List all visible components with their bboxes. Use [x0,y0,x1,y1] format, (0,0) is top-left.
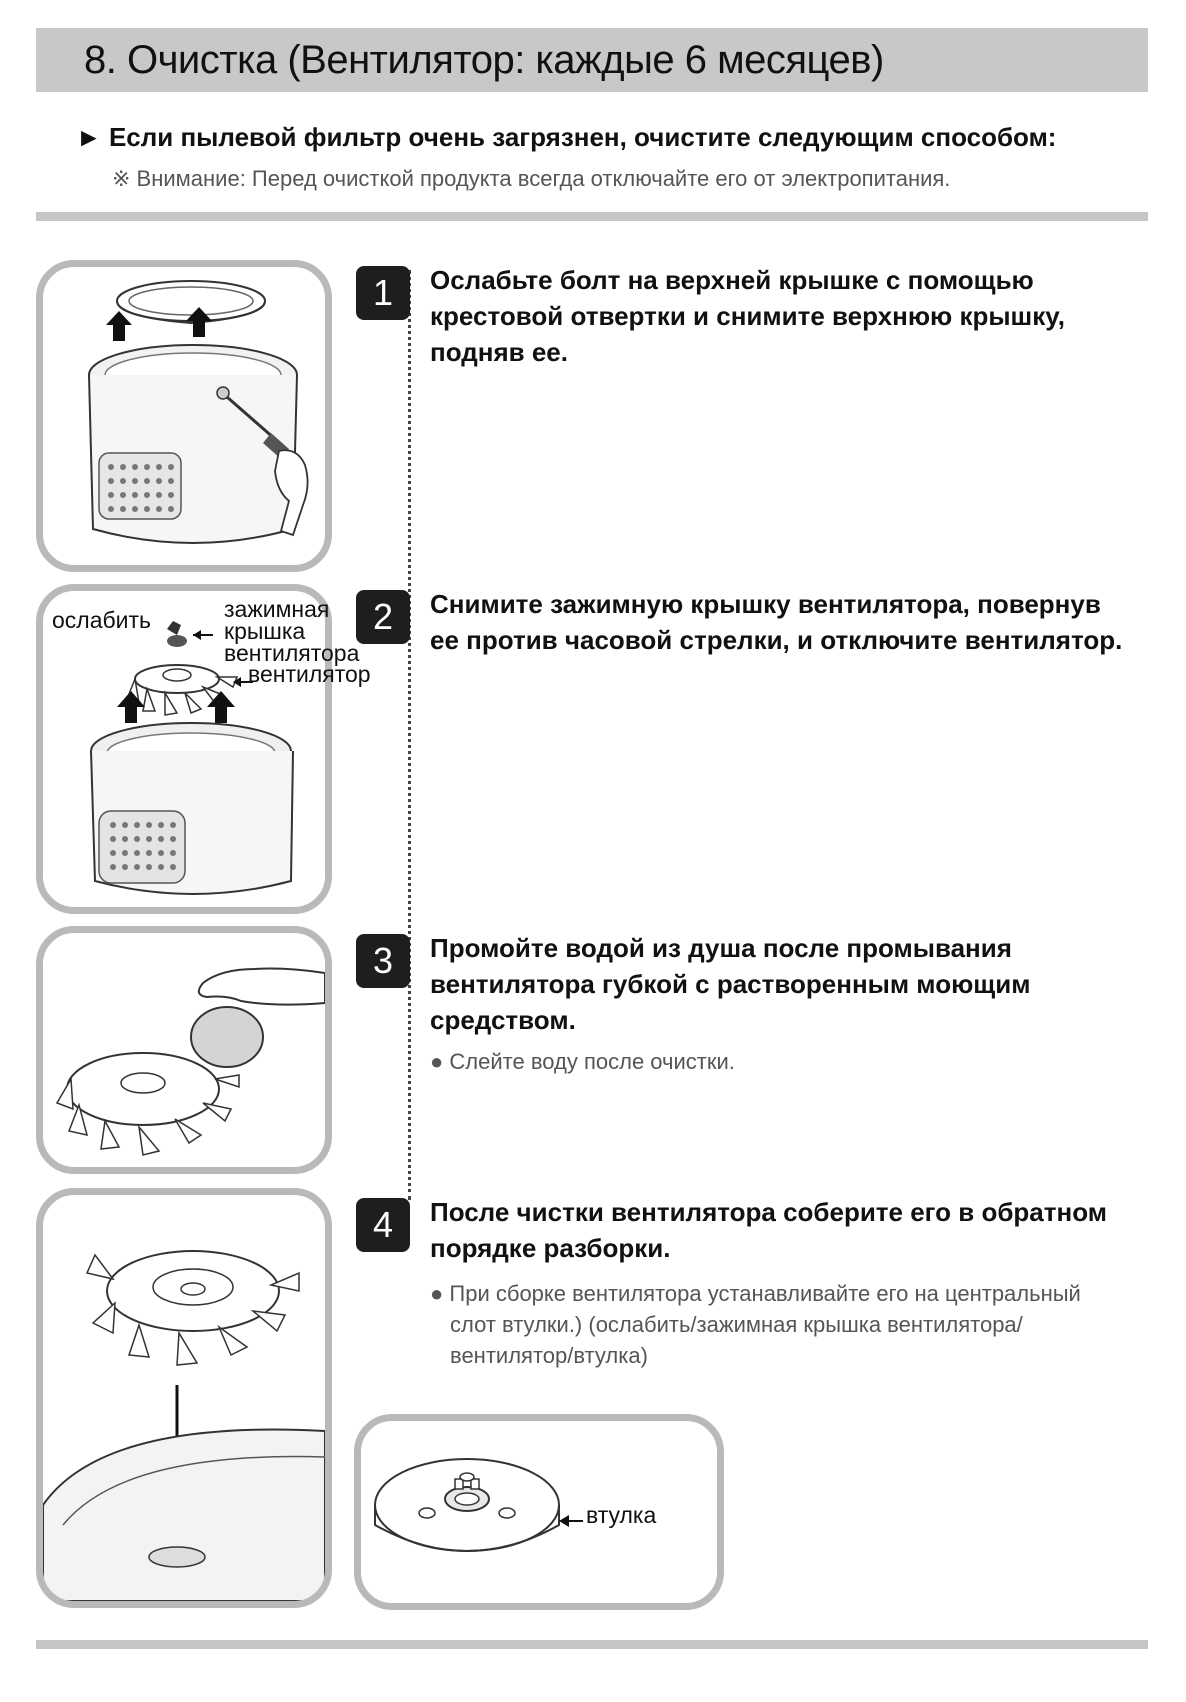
bottom-divider [36,1640,1148,1649]
subheading: ► Если пылевой фильтр очень загрязнен, о… [76,122,1057,152]
step-3-note: ● Слейте воду после очистки. [430,1049,735,1074]
illustration-step-3 [36,926,332,1174]
step-4-note: ● При сборке вентилятора устанавливайте … [430,1281,1081,1368]
page-title: 8. Очистка (Вентилятор: каждые 6 месяцев… [84,38,884,82]
label-clamp-cover-2: крышка [224,618,306,644]
top-divider [36,212,1148,221]
step-number-4: 4 [356,1198,410,1252]
dotted-connector [408,270,411,1200]
step-4-text: После чистки вентилятора соберите его в … [430,1197,1107,1263]
hub-illustration [374,1458,583,1552]
fan-reassembly-illustration [43,1250,325,1601]
label-fan: вентилятор [248,661,371,687]
warning-note: ※ Внимание: Перед очисткой продукта всег… [112,166,951,191]
illustration-step-2 [36,584,332,914]
title-bar: 8. Очистка (Вентилятор: каждые 6 месяцев… [36,28,1148,92]
step-2-text: Снимите зажимную крышку вентилятора, пов… [430,589,1123,655]
fan-removal-illustration [90,621,294,895]
fan-washing-illustration [55,967,325,1156]
illustration-step-1 [36,260,332,572]
label-loosen: ослабить [52,607,152,633]
step-number-3: 3 [356,934,410,988]
step-number-2: 2 [356,590,410,644]
label-hub: втулка [586,1502,657,1528]
label-clamp-cover-3: вентилятора [224,640,360,666]
step-1-text: Ослабьте болт на верхней крышке с помощь… [430,265,1065,367]
hub-detail-panel [354,1414,724,1610]
step-number-1: 1 [356,266,410,320]
label-clamp-cover-1: зажимная [224,596,330,622]
illustration-step-4 [36,1188,332,1608]
purifier-top-cover-illustration [88,280,309,544]
